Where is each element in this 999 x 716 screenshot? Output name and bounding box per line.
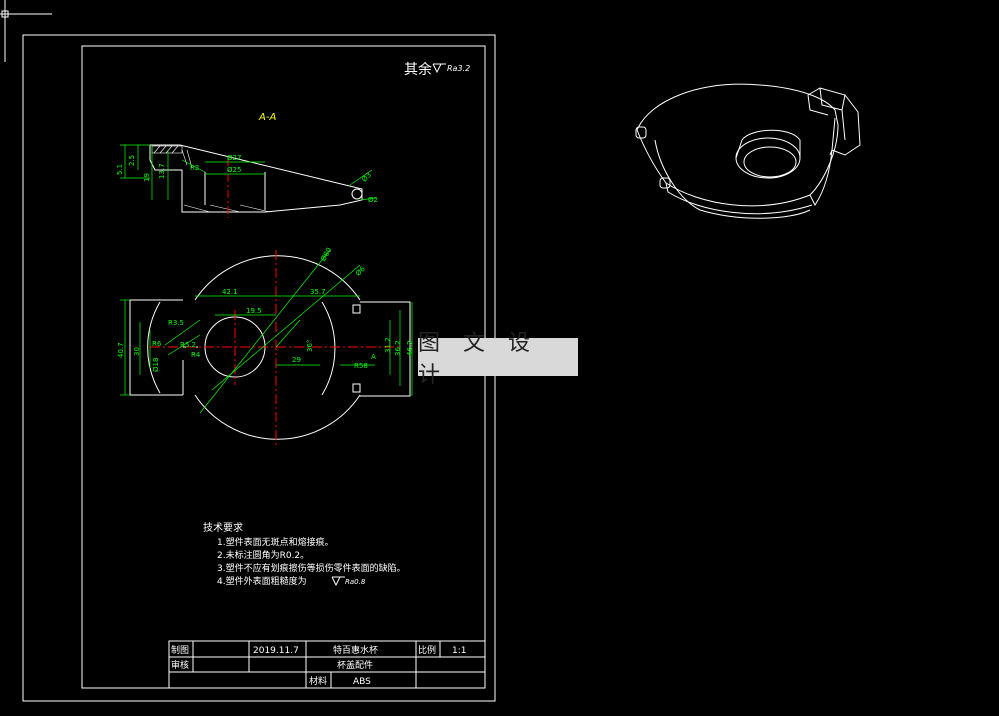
svg-text:30: 30	[133, 347, 141, 356]
section-title: A-A	[258, 112, 276, 123]
svg-text:其余: 其余	[404, 61, 432, 78]
svg-text:2.未标注圆角为R0.2。: 2.未标注圆角为R0.2。	[217, 549, 309, 561]
svg-text:5.1: 5.1	[116, 164, 124, 175]
svg-text:1.塑件表面无斑点和熔接痕。: 1.塑件表面无斑点和熔接痕。	[217, 536, 334, 548]
part-name: 杯盖配件	[337, 659, 373, 671]
svg-text:2.5: 2.5	[128, 155, 136, 166]
svg-text:Ø18: Ø18	[152, 358, 160, 372]
svg-text:36.2: 36.2	[394, 340, 402, 356]
svg-text:46.2: 46.2	[406, 340, 414, 356]
product-name: 特百惠水杯	[333, 644, 378, 656]
svg-text:Ø2: Ø2	[368, 196, 378, 204]
svg-text:技术要求: 技术要求	[203, 521, 243, 534]
svg-text:35.7: 35.7	[310, 288, 326, 296]
isometric-part-view	[635, 83, 861, 219]
title-block	[168, 640, 486, 689]
svg-text:R5.2: R5.2	[180, 341, 196, 349]
svg-text:Ø25: Ø25	[227, 166, 241, 174]
svg-text:Ø3: Ø3	[360, 171, 373, 184]
material-label: 材料	[309, 675, 327, 687]
svg-text:4.塑件外表面粗糙度为: 4.塑件外表面粗糙度为	[217, 575, 307, 587]
svg-text:Ra0.8: Ra0.8	[345, 578, 366, 586]
svg-text:R2: R2	[190, 164, 199, 172]
plan-view: 42.1 35.7 19.5 Ø80 Ø6 R3.5 R5.2 R4 R6 40…	[117, 246, 414, 448]
ucs-crosshair-icon	[0, 0, 52, 62]
svg-text:R3.5: R3.5	[168, 319, 184, 327]
svg-text:R4: R4	[191, 351, 201, 359]
svg-text:42.1: 42.1	[222, 288, 238, 296]
svg-text:19: 19	[143, 173, 151, 182]
svg-text:R6: R6	[152, 340, 162, 348]
svg-text:3.塑件不应有划痕擦伤等损伤零件表面的缺陷。: 3.塑件不应有划痕擦伤等损伤零件表面的缺陷。	[217, 562, 406, 574]
tech-requirements: 技术要求 1.塑件表面无斑点和熔接痕。 2.未标注圆角为R0.2。 3.塑件不应…	[203, 521, 406, 587]
section-view: 5.1 2.5 19 13.7 Ø27 Ø25 R2 Ø3 Ø2	[116, 144, 378, 218]
svg-text:36°: 36°	[306, 340, 314, 352]
svg-text:19.5: 19.5	[246, 307, 262, 315]
watermark-stamp: 图 文 设 计	[418, 331, 578, 388]
svg-text:29: 29	[292, 356, 301, 364]
svg-text:31.2: 31.2	[384, 337, 392, 353]
scale-label: 比例	[418, 644, 436, 656]
scale-value: 1:1	[452, 646, 466, 656]
svg-text:Ra3.2: Ra3.2	[447, 64, 470, 73]
material-value: ABS	[353, 677, 371, 687]
checked-label: 审核	[171, 659, 189, 671]
roughness-note: 其余 Ra3.2	[404, 61, 470, 78]
svg-text:A: A	[371, 353, 376, 361]
svg-text:R58: R58	[354, 362, 368, 370]
svg-text:13.7: 13.7	[158, 163, 166, 179]
svg-text:Ø27: Ø27	[227, 154, 241, 162]
svg-text:Ø6: Ø6	[354, 265, 367, 278]
svg-text:40.7: 40.7	[117, 342, 125, 358]
drawn-label: 制图	[171, 644, 189, 656]
drawing-date: 2019.11.7	[253, 646, 299, 656]
svg-text:Ø80: Ø80	[319, 246, 333, 262]
